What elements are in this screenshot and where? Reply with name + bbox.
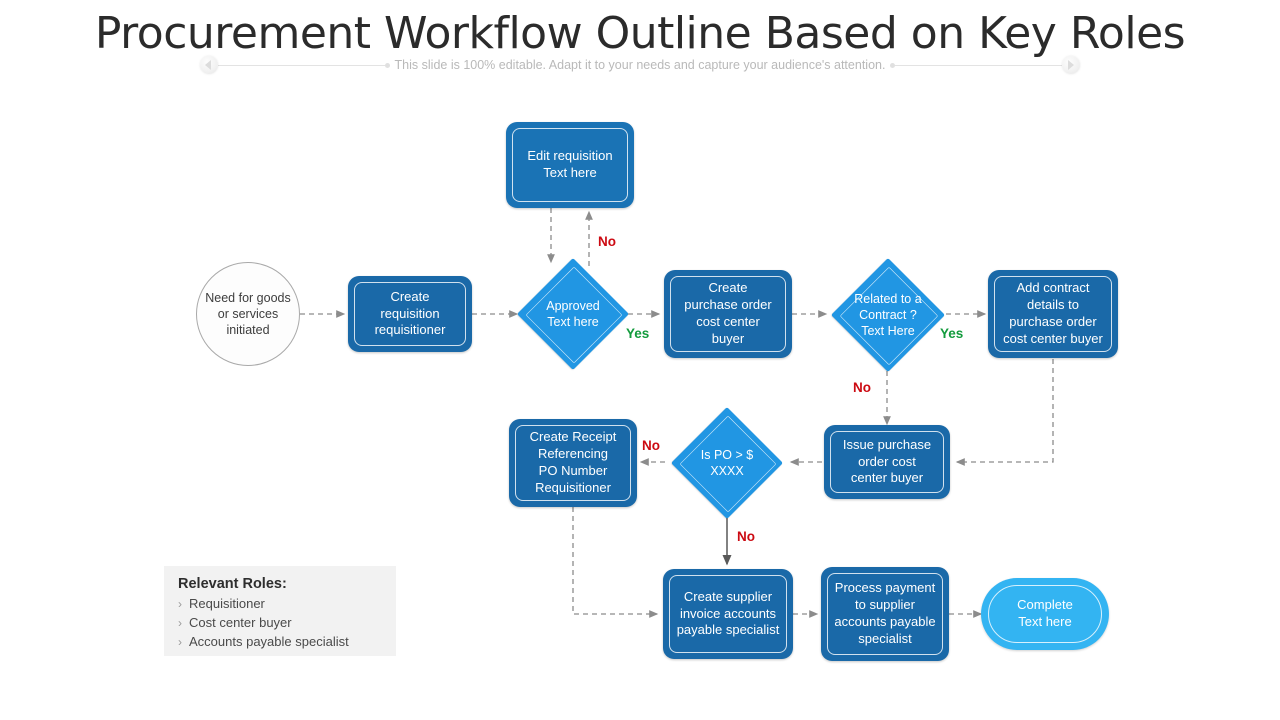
node-approved-decision[interactable]: Approved Text here [517,258,629,370]
legend-item-label: Accounts payable specialist [189,633,349,649]
node-add-contract-details[interactable]: Add contract details to purchase order c… [988,270,1118,358]
chevron-right-icon: › [178,634,182,649]
node-po-amount-decision[interactable]: Is PO > $ XXXX [671,407,783,519]
branch-label-yes-approved: Yes [626,326,650,341]
node-edit-requisition-label: Edit requisition Text here [527,148,613,180]
slider-handle-left-icon[interactable] [200,56,218,74]
slider-handle-right-icon[interactable] [1062,56,1080,74]
node-add-contract-details-label: Add contract details to purchase order c… [1003,280,1103,346]
node-create-supplier-invoice[interactable]: Create supplier invoice accounts payable… [663,569,793,659]
subtitle-text: This slide is 100% editable. Adapt it to… [394,58,886,72]
slider-track-right [895,64,1062,66]
branch-label-no-edit: No [598,234,616,249]
node-issue-purchase-order[interactable]: Issue purchase order cost center buyer [824,425,950,499]
branch-label-no-invoice: No [737,529,755,544]
chevron-right-icon: › [178,597,182,611]
node-edit-requisition[interactable]: Edit requisition Text here [506,122,634,208]
edge-add-contract-to-issue-po [955,359,1054,466]
node-complete-label: Complete Text here [1017,597,1073,629]
node-contract-decision-label: Related to a Contract ? Text Here [854,291,922,339]
legend-item-label: Requisitioner [189,596,265,611]
slider-dot-left-icon [384,62,390,68]
node-create-requisition-label: Create requisition requisitioner [374,288,446,338]
slider-dot-right-icon [890,62,896,68]
relevant-roles-legend: Relevant Roles: › Requisitioner › Cost c… [164,566,396,656]
legend-item-cost-center-buyer: › Cost center buyer [178,614,384,633]
node-create-purchase-order-label: Create purchase order cost center buyer [684,280,772,346]
node-create-receipt-label: Create Receipt Referencing PO Number Req… [529,429,617,495]
node-create-requisition[interactable]: Create requisition requisitioner [348,276,472,352]
slider-track-left [218,64,385,66]
node-issue-purchase-order-label: Issue purchase order cost center buyer [842,436,932,486]
chevron-right-icon: › [178,615,182,630]
node-complete[interactable]: Complete Text here [981,578,1109,650]
node-process-payment-label: Process payment to supplier accounts pay… [834,580,936,646]
branch-label-yes-contract: Yes [940,326,964,341]
node-create-supplier-invoice-label: Create supplier invoice accounts payable… [676,588,780,638]
node-start[interactable]: Need for goods or services initiated [196,262,300,366]
node-contract-decision[interactable]: Related to a Contract ? Text Here [831,258,945,372]
node-create-purchase-order[interactable]: Create purchase order cost center buyer [664,270,792,358]
edge-receipt-to-supplier-invoice [572,507,659,618]
node-process-payment[interactable]: Process payment to supplier accounts pay… [821,567,949,661]
slide-header: Procurement Workflow Outline Based on Ke… [0,0,1280,90]
branch-label-no-contract: No [853,380,871,395]
subtitle-row: This slide is 100% editable. Adapt it to… [200,55,1080,75]
node-start-label: Need for goods or services initiated [205,290,291,338]
legend-title: Relevant Roles: [178,576,287,592]
node-create-receipt[interactable]: Create Receipt Referencing PO Number Req… [509,419,637,507]
node-approved-decision-label: Approved Text here [546,298,600,329]
branch-label-no-receipt: No [642,438,660,453]
node-po-amount-decision-label: Is PO > $ XXXX [700,447,754,478]
legend-item-requisitioner: › Requisitioner [178,595,384,614]
legend-item-accounts-payable-specialist: › Accounts payable specialist [178,633,384,652]
page-title: Procurement Workflow Outline Based on Ke… [94,8,1186,59]
legend-item-label: Cost center buyer [189,614,292,630]
